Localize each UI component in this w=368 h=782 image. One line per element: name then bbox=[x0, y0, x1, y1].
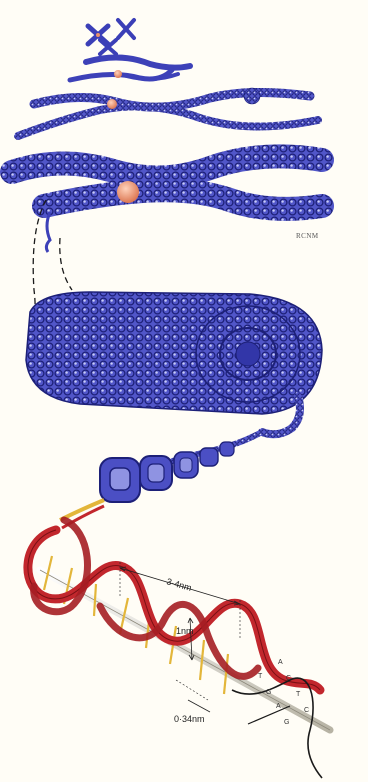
base-spacing-label: 0·34nm bbox=[174, 714, 205, 724]
unwound-strand bbox=[232, 678, 322, 778]
dna-double-helix: T A G C A T G C bbox=[28, 520, 330, 778]
base-left: G bbox=[266, 689, 271, 696]
base-spacing-measurement: 0·34nm bbox=[174, 680, 210, 724]
base-right: A bbox=[278, 659, 283, 666]
artist-signature: RCNM bbox=[296, 232, 319, 240]
zoom-line-right bbox=[60, 238, 72, 290]
nucleosome bbox=[220, 442, 234, 456]
base-left: T bbox=[258, 673, 263, 680]
nucleosome bbox=[200, 448, 218, 466]
width-label: 1nm bbox=[176, 626, 194, 636]
helix-pitch-label: 3·4nm bbox=[165, 576, 192, 593]
nucleosome-fiber bbox=[60, 432, 262, 528]
chromosome-strands-short bbox=[70, 57, 190, 80]
nucleosome bbox=[140, 456, 172, 490]
nucleosome bbox=[174, 452, 198, 478]
base-right: T bbox=[296, 691, 301, 698]
nucleosome bbox=[100, 458, 140, 502]
base-left: A bbox=[276, 703, 281, 710]
extended-chromatin bbox=[18, 88, 318, 136]
base-left: G bbox=[284, 719, 289, 726]
base-right: C bbox=[286, 675, 291, 682]
coiled-chromatin-fibers: RCNM bbox=[12, 156, 322, 252]
metaphase-chromosome bbox=[88, 20, 134, 54]
base-right: C bbox=[304, 707, 309, 714]
supercoiled-chromatin-block bbox=[26, 292, 322, 434]
